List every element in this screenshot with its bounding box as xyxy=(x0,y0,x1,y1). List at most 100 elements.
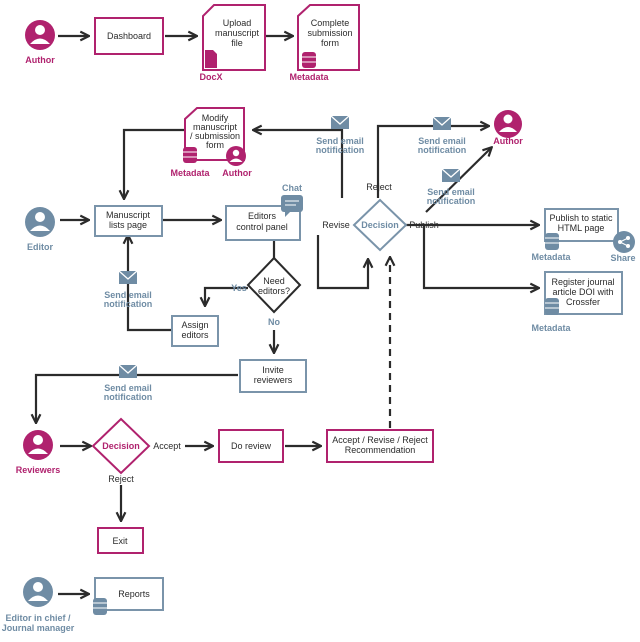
actor-reviewers[interactable]: Reviewers xyxy=(16,430,61,475)
notification-reject: Send email notification xyxy=(418,116,467,155)
docx-tag: DocX xyxy=(199,72,222,82)
person-icon xyxy=(25,207,55,237)
reports-box[interactable]: Reports xyxy=(93,577,164,615)
recommendation-label-2: Recommendation xyxy=(345,445,416,455)
modify-label-2: manuscript xyxy=(193,122,238,132)
document-icon xyxy=(184,107,245,161)
actor-editor-in-chief[interactable]: Editor in chief / Journal manager xyxy=(2,577,75,633)
edges xyxy=(36,36,538,594)
complete-submission-box[interactable]: Complete submission form Metadata xyxy=(289,4,360,82)
register-doi-box[interactable]: Register journal article DOI with Crossf… xyxy=(531,271,623,333)
publish-label: Publish xyxy=(409,220,439,230)
chat-tag: Chat xyxy=(282,183,302,193)
actor-editor[interactable]: Editor xyxy=(25,207,55,252)
decision-label: Decision xyxy=(361,220,399,230)
panel-label-2: control panel xyxy=(236,222,288,232)
modify-submission-box[interactable]: Modify manuscript / submission form Meta… xyxy=(170,107,252,178)
assign-label-2: editors xyxy=(181,330,209,340)
metadata-tag: Metadata xyxy=(531,252,571,262)
no-label: No xyxy=(268,317,280,327)
reports-label: Reports xyxy=(118,589,150,599)
recommendation-box[interactable]: Accept / Revise / Reject Recommendation xyxy=(326,429,434,463)
modify-label-3: / submission xyxy=(190,131,240,141)
actor-label-line2: Journal manager xyxy=(2,623,75,633)
complete-label-1: Complete xyxy=(311,18,350,28)
assign-editors-box[interactable]: Assign editors xyxy=(171,315,219,347)
invite-reviewers-box[interactable]: Invite reviewers xyxy=(239,359,307,393)
recommendation-label-1: Accept / Revise / Reject xyxy=(332,435,428,445)
notification-publish: Send email notification xyxy=(427,168,476,206)
actor-label: Editor xyxy=(27,242,53,252)
invite-label-2: reviewers xyxy=(254,375,293,385)
edge-modify-manuscript xyxy=(124,128,186,198)
upload-label-3: file xyxy=(231,38,243,48)
editor-decision[interactable]: Decision xyxy=(352,198,408,252)
actor-author-top[interactable]: Author xyxy=(25,20,55,65)
notification-revise: Send email notification xyxy=(316,115,364,155)
actor-label: Author xyxy=(493,136,523,146)
edge-invite-reviewers xyxy=(36,373,238,422)
need-editors-label-1: Need xyxy=(263,276,285,286)
database-icon xyxy=(545,298,559,315)
modify-label-1: Modify xyxy=(202,113,229,123)
author-tag: Author xyxy=(222,168,252,178)
need-editors-decision[interactable]: Need editors? xyxy=(246,256,302,314)
upload-label-1: Upload xyxy=(223,18,252,28)
person-icon xyxy=(494,110,522,138)
chat-button[interactable]: Chat xyxy=(281,183,303,217)
metadata-tag: Metadata xyxy=(170,168,210,178)
complete-label-2: submission xyxy=(307,28,352,38)
dashboard-label: Dashboard xyxy=(107,31,151,41)
panel-label-1: Editors xyxy=(248,211,277,221)
notification-text-2: notification xyxy=(104,392,153,402)
decision-label: Decision xyxy=(102,441,140,451)
metadata-tag: Metadata xyxy=(531,323,571,333)
assign-label-1: Assign xyxy=(181,320,208,330)
actor-author-right[interactable]: Author xyxy=(493,110,523,146)
share-icon xyxy=(613,231,635,253)
envelope-icon xyxy=(432,116,452,130)
database-icon xyxy=(183,147,197,163)
yes-label: Yes xyxy=(231,283,247,293)
envelope-icon xyxy=(441,168,461,182)
reviewer-decision[interactable]: Decision xyxy=(91,417,151,475)
doi-label-2: article DOI with xyxy=(552,287,613,297)
manuscript-lists-box[interactable]: Manuscript lists page xyxy=(94,205,163,237)
actor-label: Author xyxy=(25,55,55,65)
notification-text-2: notification xyxy=(104,299,153,309)
notification-text-1: Send email xyxy=(104,383,152,393)
reject-label-top: Reject xyxy=(366,182,392,192)
person-icon xyxy=(226,146,246,166)
publish-static-box[interactable]: Publish to static HTML page Metadata Sha… xyxy=(531,208,636,263)
notification-text-1: Send email xyxy=(427,187,475,197)
share-tag: Share xyxy=(610,253,635,263)
upload-manuscript-box[interactable]: Upload manuscript file DocX xyxy=(199,4,266,82)
edge-reject-author xyxy=(376,126,488,198)
publish-label-1: Publish to static xyxy=(549,213,613,223)
modify-label-4: form xyxy=(206,140,224,150)
actor-label: Reviewers xyxy=(16,465,61,475)
edge-assign-manuscript xyxy=(128,236,172,332)
do-review-box[interactable]: Do review xyxy=(218,429,284,463)
dashboard-box[interactable]: Dashboard xyxy=(94,17,164,55)
envelope-icon xyxy=(330,115,350,129)
actor-label-line1: Editor in chief / xyxy=(5,613,71,623)
revise-label: Revise xyxy=(322,220,350,230)
exit-label: Exit xyxy=(112,536,128,546)
edge-decision-modify xyxy=(254,130,344,198)
envelope-icon xyxy=(118,364,138,378)
edge-yes-assign xyxy=(205,286,248,305)
invite-label-1: Invite xyxy=(262,365,284,375)
docx-file-icon xyxy=(205,50,217,68)
database-icon xyxy=(545,233,559,250)
doi-label-1: Register journal xyxy=(551,277,614,287)
person-icon xyxy=(25,20,55,50)
envelope-icon xyxy=(118,270,138,284)
database-icon xyxy=(93,598,107,615)
notification-text-2: notification xyxy=(418,145,467,155)
exit-box[interactable]: Exit xyxy=(97,527,144,554)
notification-text-2: notification xyxy=(427,196,476,206)
do-review-label: Do review xyxy=(231,441,272,451)
notification-text-1: Send email xyxy=(418,136,466,146)
